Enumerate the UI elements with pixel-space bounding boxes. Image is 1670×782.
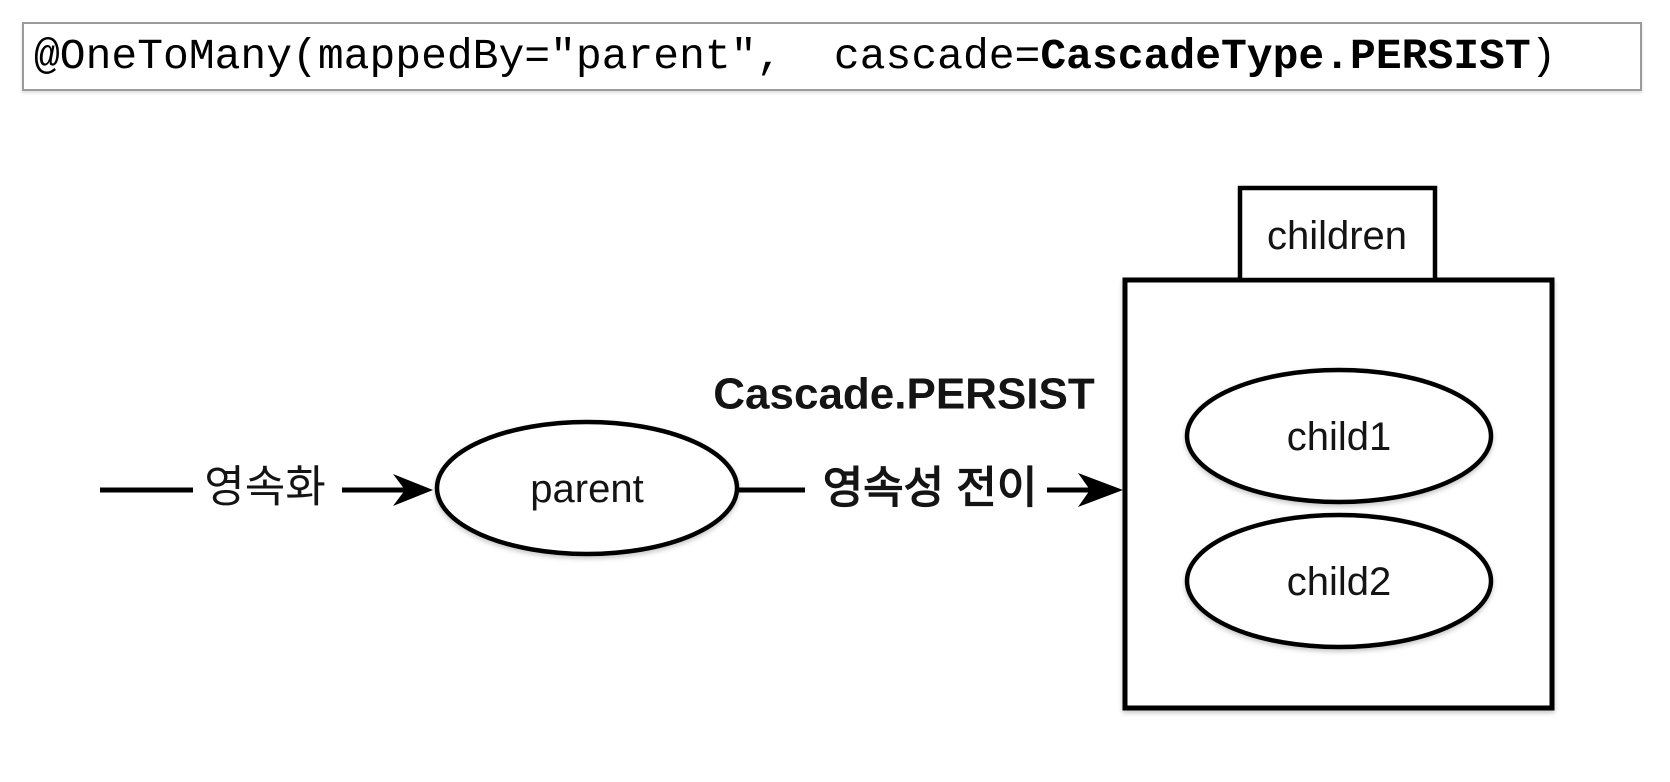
cascade-transfer-label: 영속성 전이 (823, 464, 1038, 513)
transfer-arrowhead-icon (1078, 473, 1123, 507)
code-annotation-box: @OneToMany(mappedBy="parent", cascade=Ca… (22, 22, 1642, 91)
persist-arrowhead-icon (393, 474, 433, 506)
cascade-type-label: Cascade.PERSIST (713, 370, 1095, 419)
child1-entity-label: child1 (1287, 415, 1392, 459)
code-annotation-cascade-type: CascadeType.PERSIST (1040, 32, 1531, 81)
persist-action-label: 영속화 (204, 463, 325, 512)
code-annotation-prefix: @OneToMany(mappedBy="parent", cascade= (34, 32, 1041, 81)
child2-entity-label: child2 (1287, 560, 1392, 604)
child1-entity-ellipse (1184, 367, 1494, 505)
children-collection-label: children (1267, 214, 1407, 258)
code-annotation-suffix: ) (1530, 32, 1557, 81)
parent-entity-label: parent (530, 467, 643, 511)
children-collection-tab (1237, 185, 1438, 283)
child2-entity-ellipse (1184, 512, 1494, 650)
